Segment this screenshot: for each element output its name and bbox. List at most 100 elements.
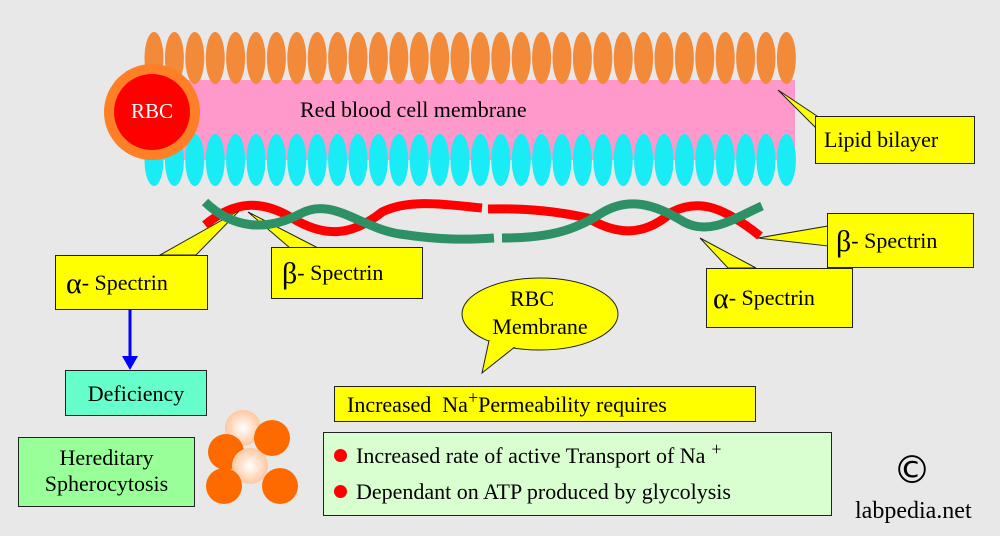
outer-lipid-head bbox=[226, 32, 246, 84]
inner-lipid-head bbox=[389, 134, 409, 186]
outer-lipid-head bbox=[246, 32, 266, 84]
outer-lipid-head bbox=[511, 32, 531, 84]
beta-spectrin-left-label: β- Spectrin bbox=[271, 247, 423, 299]
inner-lipid-head bbox=[756, 134, 776, 186]
outer-lipid-head bbox=[736, 32, 756, 84]
inner-lipid-head bbox=[450, 134, 470, 186]
inner-lipid-head bbox=[654, 134, 674, 186]
spherocytes-illustration bbox=[206, 410, 298, 504]
inner-lipid-head bbox=[593, 134, 613, 186]
alpha-right-pointer bbox=[699, 237, 757, 269]
requirement-item: Dependant on ATP produced by glycolysis bbox=[334, 473, 831, 511]
bubble-line-2: Membrane bbox=[492, 314, 587, 339]
outer-lipid-head bbox=[552, 32, 572, 84]
requirement-text: Increased rate of active Transport of Na bbox=[356, 443, 706, 468]
lipid-bilayer-text: Lipid bilayer bbox=[824, 127, 939, 152]
requirement-sup: + bbox=[711, 438, 722, 459]
inner-lipid-head bbox=[246, 134, 266, 186]
inner-lipid-head bbox=[226, 134, 246, 186]
inner-lipid-head bbox=[613, 134, 633, 186]
alpha-spectrin-left-label: α- Spectrin bbox=[55, 255, 208, 310]
site-name: labpedia.net bbox=[855, 498, 972, 524]
beta-symbol-left: β bbox=[282, 257, 298, 290]
beta-suffix-left: - Spectrin bbox=[297, 260, 384, 285]
outer-lipid-head bbox=[593, 32, 613, 84]
requirement-item: Increased rate of active Transport of Na… bbox=[334, 439, 831, 473]
bullet-icon bbox=[334, 485, 347, 498]
hereditary-spherocytosis-label: Hereditary Spherocytosis bbox=[18, 437, 195, 507]
permeability-suffix: Permeability requires bbox=[478, 392, 667, 417]
outer-lipid-heads bbox=[144, 32, 796, 84]
deficiency-text: Deficiency bbox=[87, 381, 185, 406]
beta-right-pointer bbox=[757, 225, 829, 247]
outer-lipid-head bbox=[674, 32, 694, 84]
inner-lipid-head bbox=[470, 134, 490, 186]
inner-lipid-head bbox=[572, 134, 592, 186]
alpha-spectrin-left bbox=[202, 199, 483, 237]
inner-lipid-head bbox=[205, 134, 225, 186]
membrane-label: Red blood cell membrane bbox=[300, 97, 527, 122]
rbc-label: RBC bbox=[131, 99, 173, 123]
outer-lipid-head bbox=[715, 32, 735, 84]
outer-lipid-head bbox=[409, 32, 429, 84]
copyright-icon: © bbox=[893, 448, 931, 492]
bullet-icon bbox=[334, 449, 347, 462]
deficiency-arrowhead bbox=[122, 356, 138, 370]
outer-lipid-head bbox=[287, 32, 307, 84]
outer-lipid-head bbox=[634, 32, 654, 84]
outer-lipid-head bbox=[756, 32, 776, 84]
deficiency-label: Deficiency bbox=[65, 370, 207, 416]
beta-suffix-right: - Spectrin bbox=[851, 228, 938, 253]
inner-lipid-head bbox=[736, 134, 756, 186]
inner-lipid-head bbox=[695, 134, 715, 186]
alpha-suffix-right: - Spectrin bbox=[728, 285, 815, 310]
alpha-spectrin-right bbox=[487, 201, 763, 240]
inner-lipid-heads bbox=[144, 134, 796, 186]
outer-lipid-head bbox=[654, 32, 674, 84]
rbc-circle-core bbox=[114, 74, 190, 150]
outer-lipid-head bbox=[205, 32, 225, 84]
inner-lipid-head bbox=[348, 134, 368, 186]
inner-lipid-head bbox=[287, 134, 307, 186]
outer-lipid-head bbox=[430, 32, 450, 84]
outer-lipid-head bbox=[389, 32, 409, 84]
beta-spectrin-left bbox=[201, 198, 495, 244]
outer-lipid-head bbox=[695, 32, 715, 84]
lipid-bilayer-label: Lipid bilayer bbox=[815, 116, 975, 164]
outer-lipid-head bbox=[776, 32, 796, 84]
inner-lipid-head bbox=[409, 134, 429, 186]
permeability-label: Increased Na+Permeability requires bbox=[334, 386, 756, 422]
outer-lipid-head bbox=[185, 32, 205, 84]
inner-lipid-head bbox=[715, 134, 735, 186]
requirements-box: Increased rate of active Transport of Na… bbox=[323, 432, 832, 516]
inner-lipid-head bbox=[307, 134, 327, 186]
inner-lipid-head bbox=[491, 134, 511, 186]
alpha-symbol-right: α bbox=[713, 282, 729, 315]
alpha-symbol-left: α bbox=[66, 267, 82, 300]
inner-lipid-head bbox=[776, 134, 796, 186]
outer-lipid-head bbox=[470, 32, 490, 84]
inner-lipid-head bbox=[430, 134, 450, 186]
beta-spectrin-right bbox=[501, 199, 764, 243]
alpha-spectrin-right-label: α- Spectrin bbox=[706, 268, 853, 328]
inner-lipid-head bbox=[532, 134, 552, 186]
inner-lipid-head bbox=[185, 134, 205, 186]
inner-lipid-head bbox=[511, 134, 531, 186]
requirement-text: Dependant on ATP produced by glycolysis bbox=[356, 479, 731, 504]
outer-lipid-head bbox=[307, 32, 327, 84]
outer-lipid-head bbox=[491, 32, 511, 84]
bubble-tail-cover bbox=[463, 279, 617, 349]
outer-lipid-head bbox=[613, 32, 633, 84]
alpha-suffix-left: - Spectrin bbox=[81, 270, 168, 295]
outer-lipid-head bbox=[328, 32, 348, 84]
bubble-line-1: RBC bbox=[510, 286, 554, 311]
outcome-line-1: Hereditary bbox=[59, 445, 154, 470]
inner-lipid-head bbox=[328, 134, 348, 186]
outer-lipid-head bbox=[348, 32, 368, 84]
inner-lipid-head bbox=[674, 134, 694, 186]
inner-lipid-head bbox=[266, 134, 286, 186]
inner-lipid-head bbox=[634, 134, 654, 186]
outer-lipid-head bbox=[572, 32, 592, 84]
outer-lipid-head bbox=[266, 32, 286, 84]
